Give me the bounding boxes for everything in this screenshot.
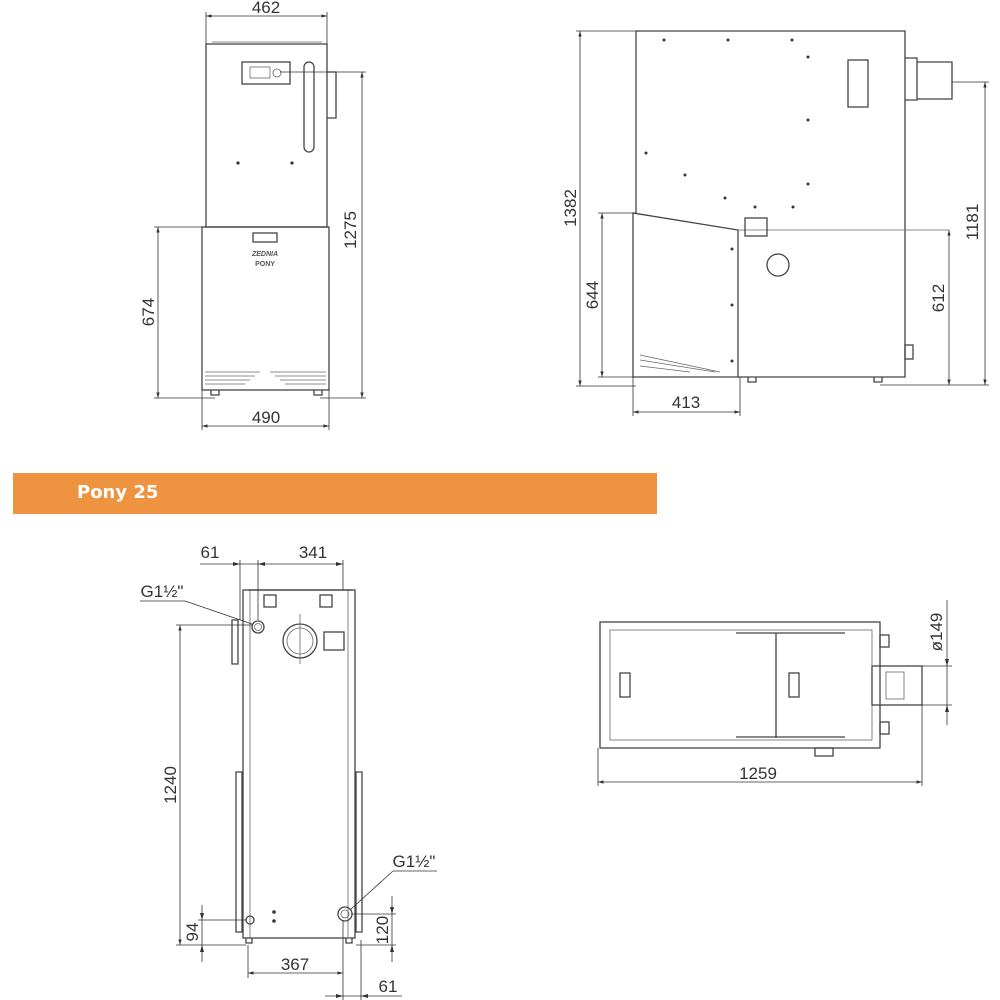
dim-1181: 1181: [963, 204, 982, 241]
connection-label-top: G1½": [141, 582, 184, 601]
badge: [252, 232, 278, 243]
dim-61-top: 61: [201, 543, 220, 562]
dim-120: 120: [373, 916, 392, 944]
dim-612: 612: [929, 284, 948, 312]
logo-text: ZEDNIA: [251, 251, 278, 258]
dim-94: 94: [183, 923, 202, 942]
top-view: ø149 1259: [597, 600, 952, 786]
dim-644: 644: [583, 281, 602, 309]
dim-61-bottom: 61: [379, 977, 398, 996]
side-view: 1382 644 413 1181 612: [561, 30, 989, 416]
dim-1259: 1259: [739, 764, 777, 783]
dim-674: 674: [139, 298, 158, 326]
dim-367: 367: [281, 955, 309, 974]
connection-label-bottom: G1½": [393, 852, 436, 871]
dim-413: 413: [672, 393, 700, 412]
section-banner: Pony 25: [13, 473, 657, 514]
dim-490: 490: [252, 408, 280, 427]
front-view: ZEDNIA PONY 462 674 1275 490: [139, 0, 366, 430]
control-panel: [241, 61, 291, 85]
vents: [205, 371, 326, 385]
rear-view: G1½" G1½" 61 341 1240 94 120 367 61: [140, 543, 437, 1000]
dim-flue-diameter: ø149: [927, 613, 946, 652]
junction-box: [744, 217, 768, 237]
dim-1240: 1240: [161, 766, 180, 804]
dim-341: 341: [299, 543, 327, 562]
model-text: PONY: [255, 261, 275, 268]
sight-slot: [303, 61, 315, 153]
section-title: Pony 25: [77, 482, 159, 503]
dim-1382: 1382: [561, 189, 580, 227]
flue-outlet: [871, 665, 923, 706]
dim-1275: 1275: [341, 211, 360, 249]
dim-462: 462: [252, 0, 280, 17]
